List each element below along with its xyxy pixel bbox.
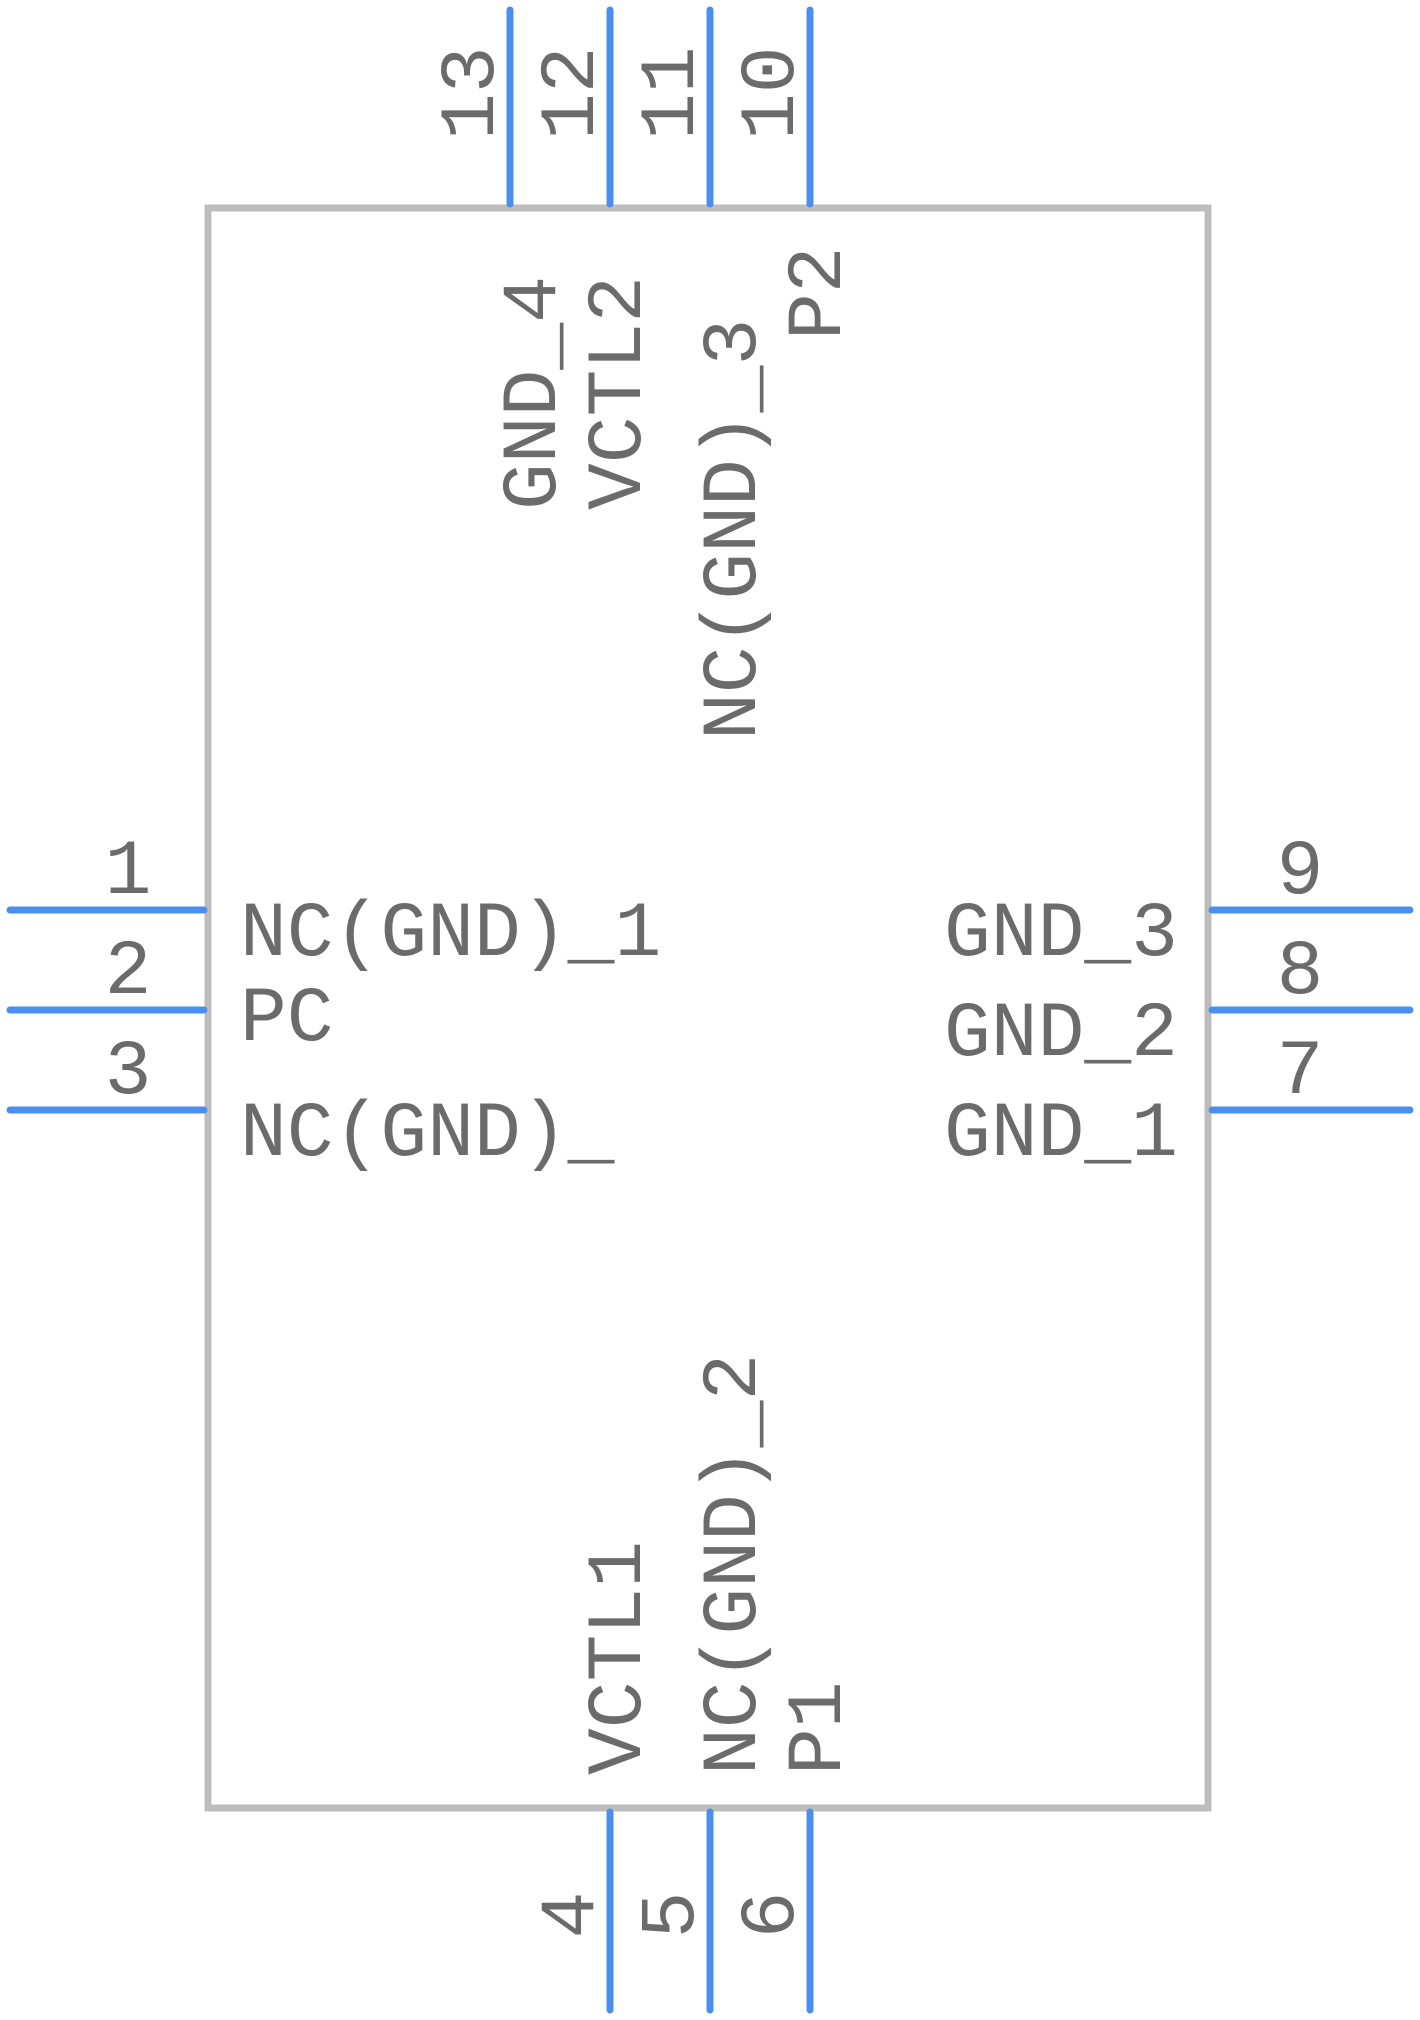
pin-7-number: 7	[1277, 1029, 1324, 1117]
pin-9-label: GND_3	[944, 891, 1178, 979]
pin-3-label: NC(GND)_	[240, 1091, 615, 1179]
pin-6-label: P1	[776, 1681, 864, 1775]
pin-9-number: 9	[1277, 829, 1324, 917]
pin-6-number: 6	[729, 1892, 817, 1939]
pin-12-number: 12	[529, 46, 617, 140]
pin-7-label: GND_1	[944, 1091, 1178, 1179]
pin-13-label: GND_4	[491, 276, 579, 510]
pin-10-label: P2	[776, 246, 864, 340]
pin-5-number: 5	[629, 1892, 717, 1939]
pin-1-number: 1	[105, 829, 152, 917]
pin-1-label: NC(GND)_1	[240, 891, 661, 979]
pin-3-number: 3	[105, 1029, 152, 1117]
pin-4-number: 4	[529, 1892, 617, 1939]
pin-13-number: 13	[429, 46, 517, 140]
pin-10-number: 10	[729, 46, 817, 140]
pin-4-label: VCTL1	[576, 1541, 664, 1775]
pin-8-number: 8	[1277, 929, 1324, 1017]
component-body	[204, 204, 1212, 1812]
pin-11-number: 11	[629, 46, 717, 140]
pin-11-label: NC(GND)_3	[691, 319, 779, 740]
pin-5-label: NC(GND)_2	[691, 1354, 779, 1775]
pin-2-label: PC	[240, 976, 334, 1064]
pin-12-label: VCTL2	[576, 276, 664, 510]
pin-8-label: GND_2	[944, 991, 1178, 1079]
pin-2-number: 2	[105, 929, 152, 1017]
